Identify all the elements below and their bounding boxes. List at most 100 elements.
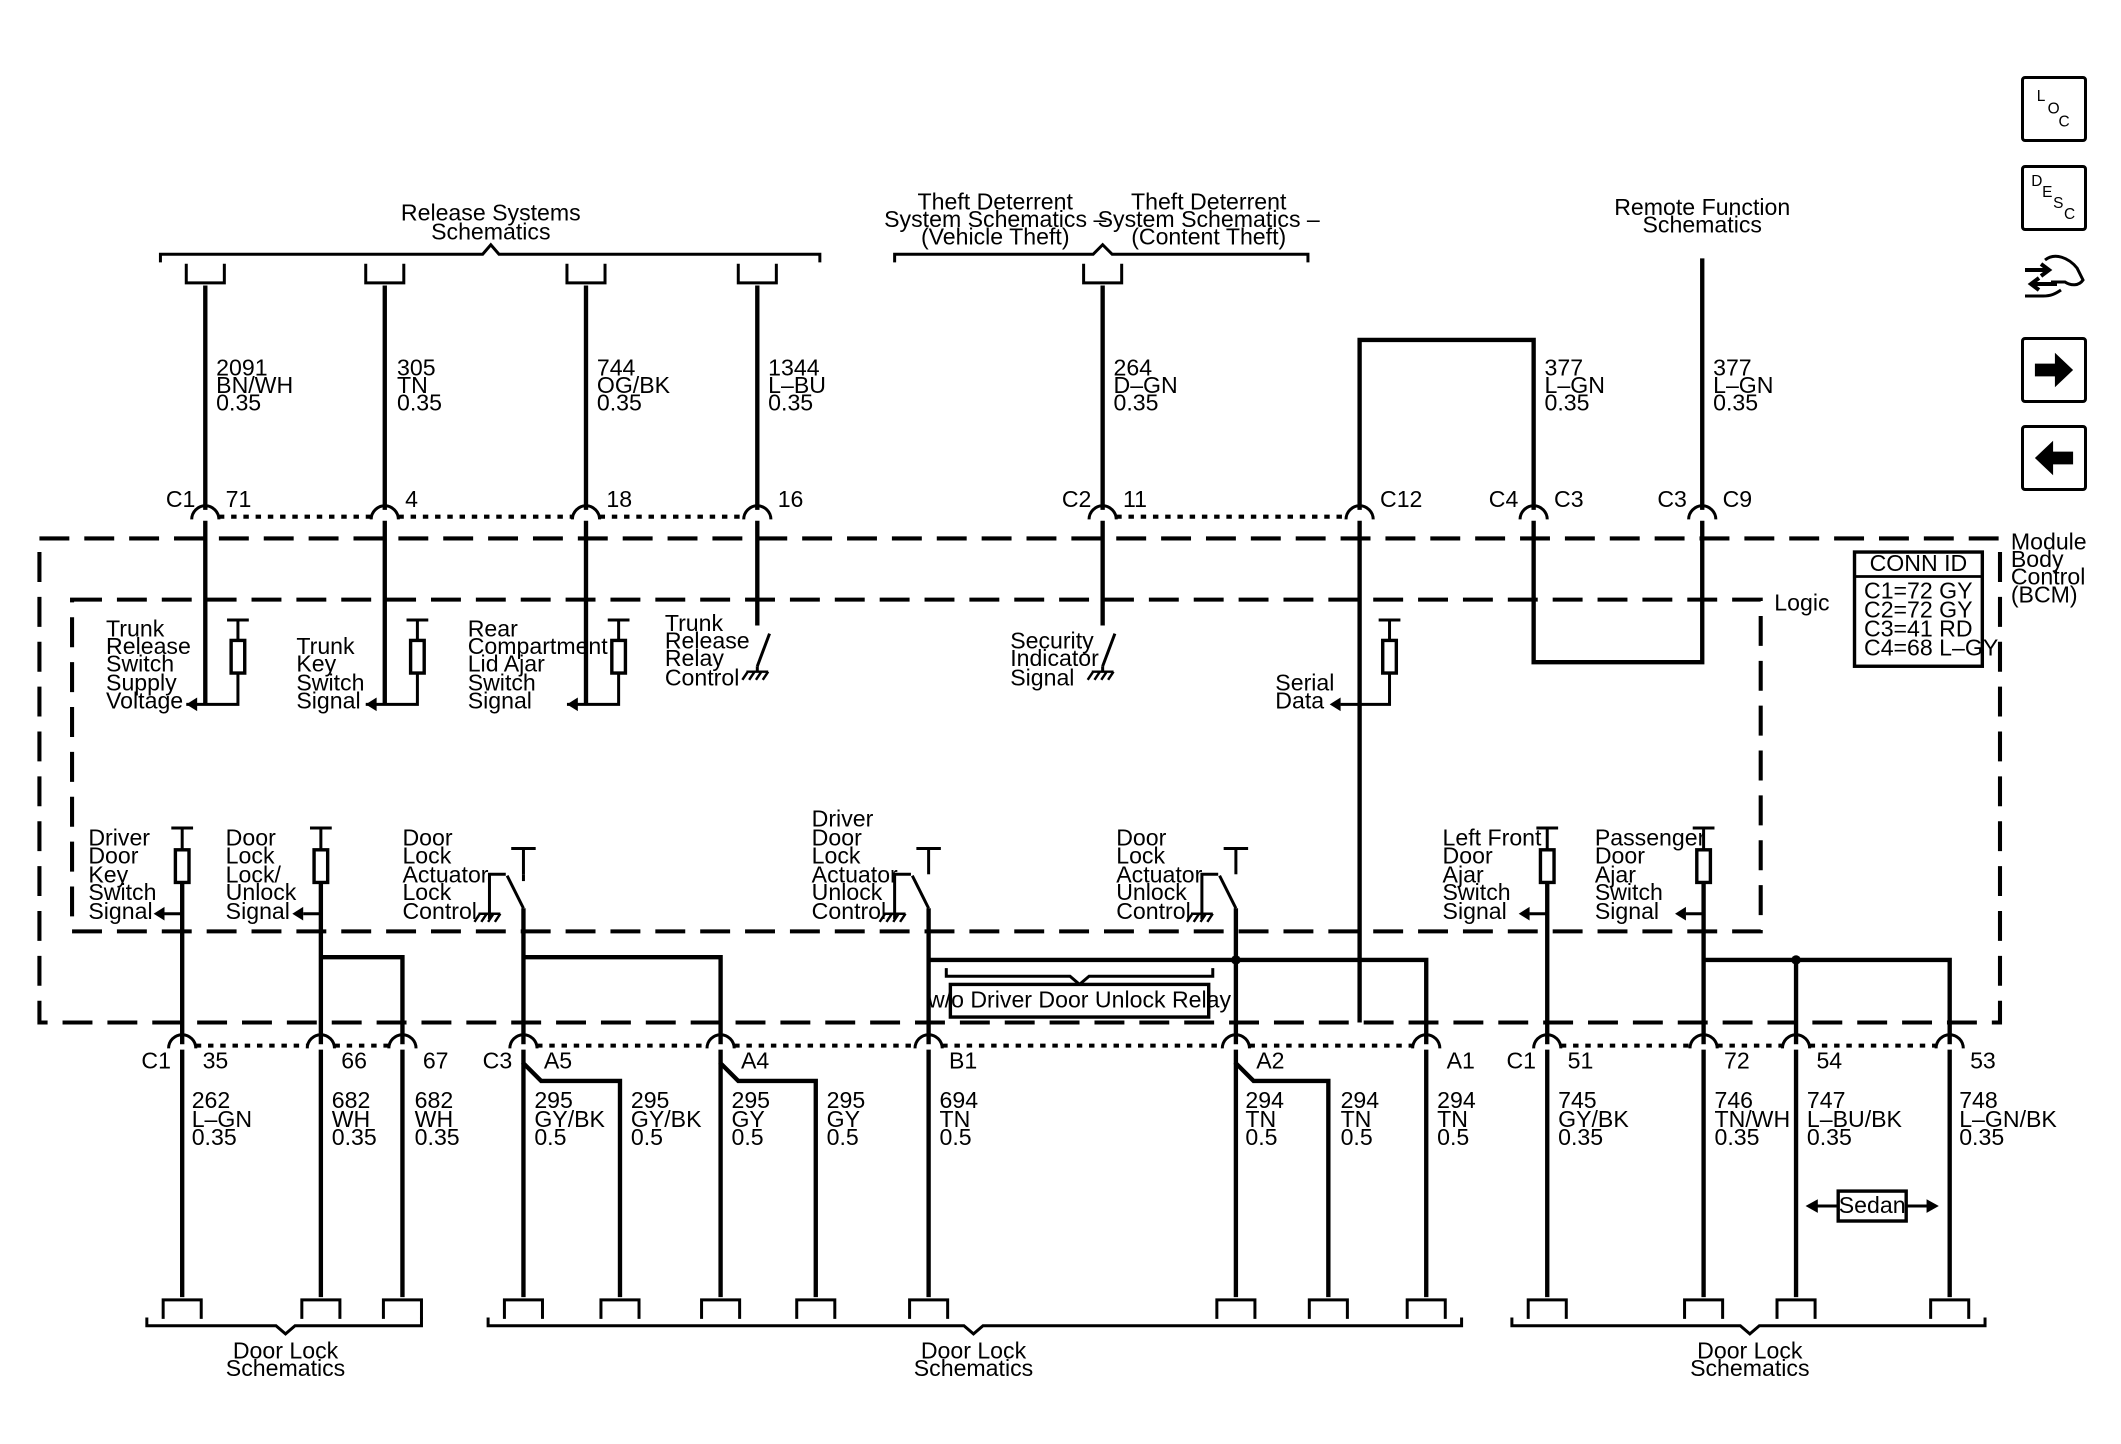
svg-text:51: 51 [1568,1048,1594,1074]
svg-text:L–BU/BK: L–BU/BK [1807,1106,1903,1132]
desc-button[interactable]: D E S C [2021,165,2087,231]
release-connector-2 [364,262,406,285]
left-front-door-ajar-label: Left Front Door Ajar Switch Signal [1443,825,1542,924]
trunk-key-switch-signal-label: Trunk Key Switch Signal [296,633,364,713]
next-page-button[interactable] [2021,337,2087,403]
svg-text:Door: Door [1595,842,1645,868]
remote-function-header: Remote Function Schematics [1614,194,1790,238]
svg-text:Compartment: Compartment [468,633,609,659]
svg-text:Schematics: Schematics [431,218,550,244]
svg-text:A5: A5 [544,1048,572,1074]
desc-icon: D E S C [2031,173,2075,223]
svg-text:682: 682 [332,1087,371,1113]
svg-text:C3: C3 [1554,486,1584,512]
wire-label-377-c4: 377 L–GN 0.35 [1545,354,1605,415]
svg-text:0.35: 0.35 [216,390,261,416]
svg-text:Security: Security [1010,628,1094,654]
svg-text:305: 305 [397,354,436,380]
previous-page-button[interactable] [2021,425,2087,491]
svg-text:0.35: 0.35 [192,1124,237,1150]
svg-text:D–GN: D–GN [1114,372,1178,398]
svg-text:Door: Door [1443,842,1493,868]
conn-id-table: CONN ID C1=72 GY C2=72 GY C3=41 RD C4=68… [1852,550,1998,668]
upper-logic-wires [186,520,1705,1023]
logic-block-outline [70,597,1763,934]
svg-text:1344: 1344 [768,354,820,380]
svg-text:Release: Release [665,628,750,654]
release-connector-1 [184,262,226,285]
svg-text:Ajar: Ajar [1443,861,1484,887]
svg-text:Passenger: Passenger [1595,825,1706,851]
top-pin-labels: C1 71 4 18 16 C2 11 C12 C4 C3 C3 C9 [166,486,1752,512]
svg-text:Unlock: Unlock [1116,879,1187,905]
svg-text:Schematics: Schematics [1690,1355,1809,1381]
connector-swap-button[interactable] [2021,246,2087,312]
svg-text:C: C [2064,206,2075,223]
door-lock-unlock-signal-label: Door Lock Lock/ Unlock Signal [226,825,297,924]
svg-text:Door: Door [1116,825,1166,851]
door-lock-schematics-footer-2: Door Lock Schematics [486,1317,1464,1381]
svg-text:GY: GY [827,1106,860,1132]
module-name-label: Module Body Control (BCM) [2011,528,2087,607]
svg-text:Schematics: Schematics [1643,212,1762,238]
bottom-pin-labels: C1 35 66 67 C3 A5 A4 B1 A2 A1 C1 51 72 5… [141,1048,1995,1074]
svg-text:A2: A2 [1256,1048,1284,1074]
security-indicator-signal-label: Security Indicator Signal [1010,628,1099,691]
svg-text:CONN ID: CONN ID [1870,550,1968,576]
svg-text:744: 744 [597,354,636,380]
svg-text:264: 264 [1114,354,1153,380]
bcm-module-outline [37,536,2003,1025]
svg-text:18: 18 [606,486,632,512]
wire-label-264: 264 D–GN 0.35 [1114,354,1178,415]
svg-text:Control: Control [812,898,886,924]
svg-text:Switch: Switch [88,879,156,905]
bottom-inline-connectors [167,1033,1965,1050]
svg-text:Module: Module [2011,528,2087,554]
svg-text:Door: Door [812,825,862,851]
svg-text:0.5: 0.5 [1245,1124,1277,1150]
svg-text:Relay: Relay [665,645,725,671]
wire-label-1344: 1344 L–BU 0.35 [768,354,826,415]
svg-text:Switch: Switch [468,670,536,696]
svg-text:L–GN: L–GN [1545,372,1605,398]
svg-text:Key: Key [88,861,128,887]
loc-icon: L O C [2037,88,2070,130]
theft-deterrent-brace [893,242,1310,263]
svg-text:C4: C4 [1489,486,1519,512]
svg-text:C2: C2 [1062,486,1092,512]
svg-text:682: 682 [415,1087,454,1113]
wire-label-2091: 2091 BN/WH 0.35 [216,354,293,415]
svg-text:Signal: Signal [226,898,290,924]
svg-text:0.35: 0.35 [1959,1124,2004,1150]
svg-text:Left Front: Left Front [1443,825,1542,851]
loc-button[interactable]: L O C [2021,76,2087,142]
svg-text:Switch: Switch [1443,879,1511,905]
svg-text:(Vehicle Theft): (Vehicle Theft) [921,224,1070,250]
svg-text:C1: C1 [141,1048,171,1074]
svg-text:Control: Control [1116,898,1190,924]
svg-text:0.5: 0.5 [939,1124,971,1150]
svg-text:C1: C1 [1506,1048,1536,1074]
svg-text:GY/BK: GY/BK [631,1106,702,1132]
svg-text:54: 54 [1816,1048,1842,1074]
driver-door-key-switch-label: Driver Door Key Switch Signal [88,825,156,924]
svg-text:0.5: 0.5 [731,1124,763,1150]
svg-text:Switch: Switch [106,651,174,677]
driver-door-lock-actuator-unlock-label: Driver Door Lock Actuator Unlock Control [812,806,898,924]
svg-text:Voltage: Voltage [106,687,183,713]
svg-text:TN/WH: TN/WH [1714,1106,1790,1132]
rear-compartment-lid-ajar-label: Rear Compartment Lid Ajar Switch Signal [468,615,609,713]
svg-text:C3: C3 [1657,486,1687,512]
svg-text:C3: C3 [483,1048,513,1074]
svg-text:694: 694 [939,1087,978,1113]
lower-logic-wires [153,826,1952,1045]
svg-text:Lock/: Lock/ [226,861,282,887]
svg-text:Schematics: Schematics [226,1355,345,1381]
svg-text:Trunk: Trunk [665,610,724,636]
svg-text:Signal: Signal [1443,898,1507,924]
door-lock-actuator-unlock-label: Door Lock Actuator Unlock Control [1116,825,1202,924]
svg-text:S: S [2053,195,2063,212]
release-systems-header: Release Systems Schematics [158,199,822,263]
wire-label-305: 305 TN 0.35 [397,354,442,415]
svg-text:294: 294 [1341,1087,1380,1113]
